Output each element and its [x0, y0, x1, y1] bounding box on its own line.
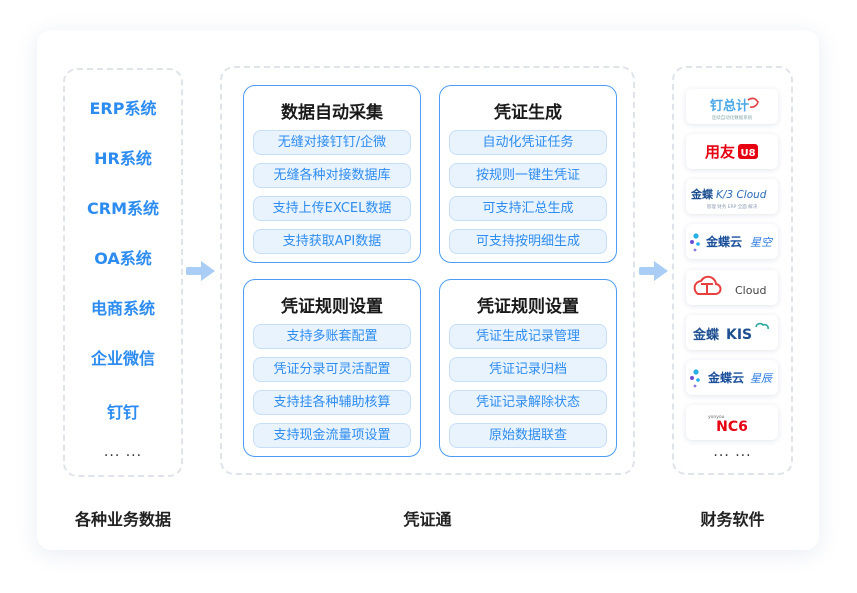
kingdee-xingchen-logo: 金蝶云 星辰	[686, 360, 778, 395]
source-item-dingtalk: 钉钉	[106, 403, 139, 422]
logo-text: NC6	[716, 419, 748, 435]
feature-pill: 可支持按明细生成	[449, 229, 607, 254]
panel-title: 凭证规则设置	[281, 297, 383, 317]
panel-voucher-rules: 凭证规则设置 支持多账套配置 凭证分录可灵活配置 支持挂各种辅助核算 支持现金流…	[243, 279, 421, 457]
kingdee-kis-logo: 金蝶 KIS	[686, 315, 778, 350]
feature-pill: 原始数据联查	[449, 423, 607, 448]
feature-pill: 自动化凭证任务	[449, 130, 607, 155]
targets-label: 财务软件	[700, 510, 765, 529]
feature-pill: 凭证分录可灵活配置	[253, 357, 411, 382]
feature-pill: 凭证记录归档	[449, 357, 607, 382]
source-item-ecommerce: 电商系统	[90, 299, 155, 318]
panel-title: 数据自动采集	[281, 103, 383, 123]
sources-ellipsis: ... ...	[103, 444, 143, 460]
voucher-tool-column	[220, 66, 635, 475]
kingdee-xingkong-logo: 金蝶云 星空	[686, 224, 778, 259]
source-item-hr: HR系统	[94, 149, 152, 168]
feature-pill: 支持挂各种辅助核算	[253, 390, 411, 415]
panel-title: 凭证生成	[494, 103, 562, 123]
logo-suffix: 星空	[750, 236, 774, 249]
finance-software-column	[672, 66, 793, 475]
source-item-crm: CRM系统	[87, 199, 159, 218]
source-item-erp: ERP系统	[89, 99, 157, 118]
feature-pill: 无缝各种对接数据库	[253, 163, 411, 188]
flow-arrow-right-icon	[186, 261, 215, 281]
logo-text: 钉总计	[710, 98, 749, 114]
targets-ellipsis: ... ...	[713, 444, 752, 460]
middle-label: 凭证通	[403, 510, 452, 529]
sources-label: 各种业务数据	[74, 510, 171, 529]
feature-pill: 支持上传EXCEL数据	[253, 196, 411, 221]
feature-pill: 支持获取API数据	[253, 229, 411, 254]
feature-pill: 凭证记录解除状态	[449, 390, 607, 415]
kingdee-k3cloud-logo: 金蝶 K/3 Cloud 管理 财务 ERP 全面 解决	[686, 179, 778, 214]
feature-pill: 支持多账套配置	[253, 324, 411, 349]
yonyou-logo: 用友 U8	[686, 134, 778, 169]
logo-suffix: 星辰	[750, 372, 774, 385]
panel-voucher-generation: 凭证生成 自动化凭证任务 按规则一键生凭证 可支持汇总生成 可支持按明细生成	[439, 85, 617, 263]
logo-text: 金蝶	[690, 187, 714, 201]
logo-suffix: K/3 Cloud	[716, 189, 767, 201]
feature-pill: 无缝对接钉钉/企微	[253, 130, 411, 155]
logo-subtext: yonyou	[708, 415, 725, 420]
source-item-wecom: 企业微信	[90, 349, 155, 368]
panel-data-collection: 数据自动采集 无缝对接钉钉/企微 无缝各种对接数据库 支持上传EXCEL数据 支…	[243, 85, 421, 263]
logo-text: 金蝶云	[707, 370, 744, 385]
logo-subtext: 管理 财务 ERP 全面 解决	[707, 203, 758, 210]
feature-pill: 可支持汇总生成	[449, 196, 607, 221]
logo-text: 金蝶	[692, 327, 720, 343]
logo-suffix: KIS	[726, 327, 752, 343]
feature-pill: 按规则一键生凭证	[449, 163, 607, 188]
panel-title: 凭证规则设置	[477, 297, 579, 317]
feature-pill: 支持现金流量项设置	[253, 423, 411, 448]
source-item-oa: OA系统	[94, 249, 152, 268]
flow-arrow-right-icon	[639, 261, 668, 281]
feature-pill: 凭证生成记录管理	[449, 324, 607, 349]
logo-mark: U8	[740, 148, 755, 159]
sources-column	[63, 68, 183, 477]
logo-subtext: 连续自动化数据系统	[712, 114, 753, 121]
logo-text: 用友	[705, 143, 735, 161]
dingbiao-logo: 钉总计 连续自动化数据系统	[686, 89, 778, 124]
panel-voucher-records: 凭证规则设置 凭证生成记录管理 凭证记录归档 凭证记录解除状态 原始数据联查	[439, 279, 617, 457]
logo-text: 金蝶云	[705, 234, 742, 249]
t-cloud-logo: Cloud	[686, 270, 778, 305]
logo-text: Cloud	[735, 284, 766, 297]
nc6-logo: yonyou NC6	[686, 405, 778, 440]
